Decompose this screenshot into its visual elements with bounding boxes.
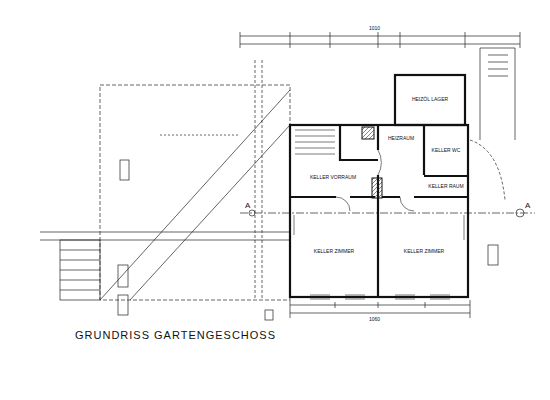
room-box: KELLER VORRAUM xyxy=(296,162,370,194)
room-label: KELLER ZIMMER xyxy=(403,249,445,255)
room-label: KELLER ZIMMER xyxy=(313,249,355,255)
room-box: HEIZRAUM xyxy=(380,128,422,150)
room-label: KELLER RAUM xyxy=(427,184,464,190)
dimension-text: 1010 xyxy=(368,25,381,31)
plan-title: GRUNDRISS GARTENGESCHOSS xyxy=(75,329,276,341)
room-label: HEIZRAUM xyxy=(387,136,415,142)
room-box: KELLER ZIMMER xyxy=(382,212,466,292)
room-box: HEIZÖL LAGER xyxy=(397,77,463,123)
dimension-text: 1060 xyxy=(368,316,381,322)
room-box: KELLER RAUM xyxy=(426,178,466,196)
section-marker: A xyxy=(244,201,251,210)
room-box: KELLER WC xyxy=(426,128,466,174)
section-marker: A xyxy=(524,201,531,210)
room-label: KELLER WC xyxy=(431,148,462,154)
room-label: HEIZÖL LAGER xyxy=(411,97,449,103)
room-label: KELLER VORRAUM xyxy=(309,175,357,181)
room-box: KELLER ZIMMER xyxy=(294,212,374,292)
